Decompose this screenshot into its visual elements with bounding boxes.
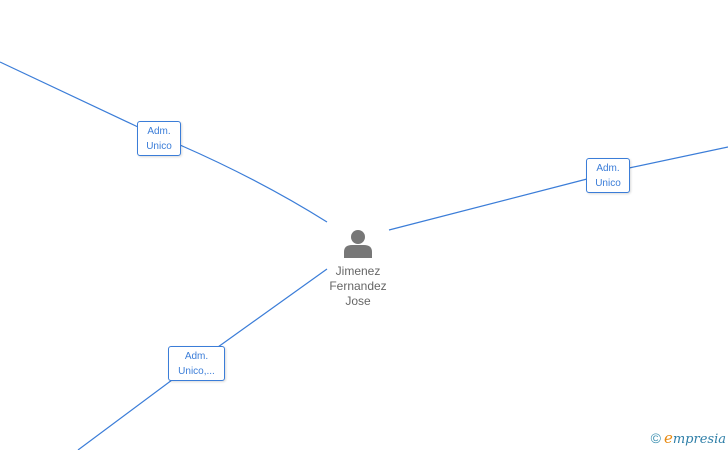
person-name-line: Jimenez bbox=[335, 264, 381, 278]
relation-label-line: Adm. bbox=[147, 126, 171, 137]
relation-label-line: Unico,... bbox=[178, 366, 215, 377]
relation-label-line: Unico bbox=[146, 141, 172, 152]
edge-top-left bbox=[0, 61, 328, 223]
edge-right bbox=[388, 146, 728, 231]
relation-label-bottom-left[interactable]: Adm. Unico,... bbox=[168, 346, 225, 381]
brand-initial: e bbox=[663, 429, 673, 447]
edge-bottom-left bbox=[77, 268, 328, 450]
person-node[interactable]: Jimenez Fernandez Jose bbox=[318, 228, 398, 309]
relation-label-line: Unico bbox=[595, 178, 621, 189]
person-name-line: Jose bbox=[345, 294, 371, 308]
person-name: Jimenez Fernandez Jose bbox=[318, 264, 398, 309]
person-name-line: Fernandez bbox=[329, 279, 387, 293]
relation-label-line: Adm. bbox=[184, 351, 209, 362]
relation-label-right[interactable]: Adm. Unico bbox=[586, 158, 630, 193]
relation-label-line: Adm. bbox=[596, 163, 620, 174]
person-icon bbox=[344, 230, 372, 258]
brand-name: mpresia bbox=[672, 432, 726, 447]
relation-label-top-left[interactable]: Adm. Unico bbox=[137, 121, 181, 156]
copyright-symbol: © bbox=[650, 430, 661, 446]
empresia-watermark: ©empresia bbox=[651, 429, 726, 447]
